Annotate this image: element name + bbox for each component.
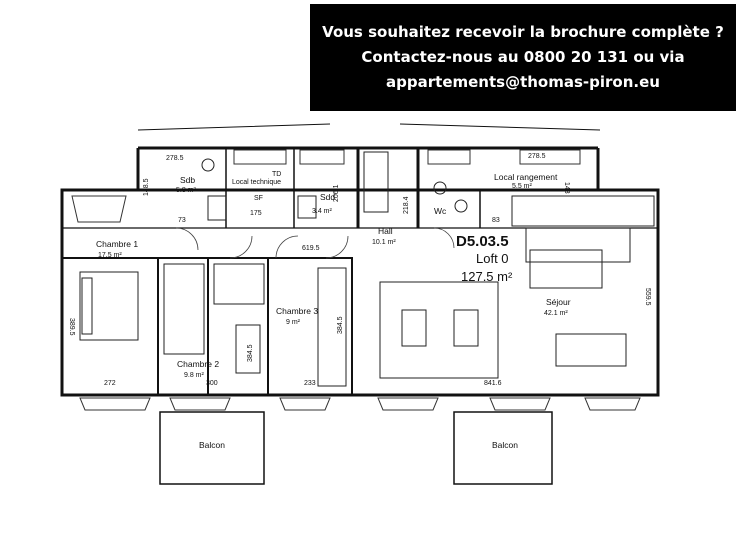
balconies (159, 411, 553, 485)
dim-384-a: 384.5 (247, 344, 254, 362)
balcon1-name: Balcon (199, 440, 225, 450)
dim-272: 272 (104, 380, 116, 387)
chambre1-name: Chambre 1 (96, 239, 138, 249)
dim-300: 300 (206, 380, 218, 387)
dim-233: 233 (304, 380, 316, 387)
furniture (79, 151, 655, 387)
chambre2-name: Chambre 2 (177, 359, 219, 369)
doors (175, 227, 455, 259)
banner-email[interactable]: appartements@thomas-piron.eu (386, 73, 660, 91)
wc-name: Wc (434, 206, 447, 216)
dim-218: 218.4 (403, 196, 410, 214)
sf-marker: SF (254, 195, 263, 202)
dim-278-right: 278.5 (528, 153, 546, 160)
sejour-name: Séjour (546, 297, 571, 307)
outer-walls (60, 123, 660, 397)
dim-278-left: 278.5 (166, 155, 184, 162)
dim-175: 175 (250, 210, 262, 217)
chambre1-area: 17.5 m² (98, 252, 122, 259)
contact-banner: Vous souhaitez recevoir la brochure comp… (310, 4, 736, 111)
sdd-area: 3.4 m² (312, 208, 333, 215)
dim-841: 841.6 (484, 380, 502, 387)
sejour-area: 42.1 m² (544, 310, 568, 317)
td-marker: TD (272, 171, 281, 178)
chambre3-area: 9 m² (286, 319, 301, 326)
banner-line-1: Vous souhaitez recevoir la brochure comp… (322, 23, 724, 41)
local-rangement-area: 5.5 m² (512, 183, 533, 190)
sdb1-area: 5.8 m² (176, 187, 197, 194)
dim-143: 143 (563, 182, 570, 194)
dim-384-b: 384.5 (337, 316, 344, 334)
hall-area: 10.1 m² (372, 239, 396, 246)
chambre2-area: 9.8 m² (184, 372, 205, 379)
dim-148: 148.5 (143, 178, 150, 196)
local-technique-name: Local technique (232, 179, 281, 186)
unit-code: D5.03.5 (456, 233, 509, 250)
dim-619: 619.5 (302, 245, 320, 252)
dim-559: 559.5 (644, 288, 651, 306)
sdb1-name: Sdb (180, 175, 195, 185)
chambre3-name: Chambre 3 (276, 306, 318, 316)
balcon2-name: Balcon (492, 440, 518, 450)
local-rangement-name: Local rangement (494, 172, 558, 182)
windows (71, 149, 641, 411)
banner-line-2: Contactez-nous au 0800 20 131 ou via (361, 48, 685, 66)
dim-73: 73 (178, 217, 186, 224)
unit-area: 127.5 m² (461, 269, 513, 284)
hall-name: Hall (378, 226, 393, 236)
unit-name: Loft 0 (476, 251, 509, 266)
dim-389: 389.5 (68, 318, 75, 336)
dim-83: 83 (492, 217, 500, 224)
dim-206: 206.1 (333, 184, 340, 202)
sdd-name: Sdd (320, 192, 335, 202)
